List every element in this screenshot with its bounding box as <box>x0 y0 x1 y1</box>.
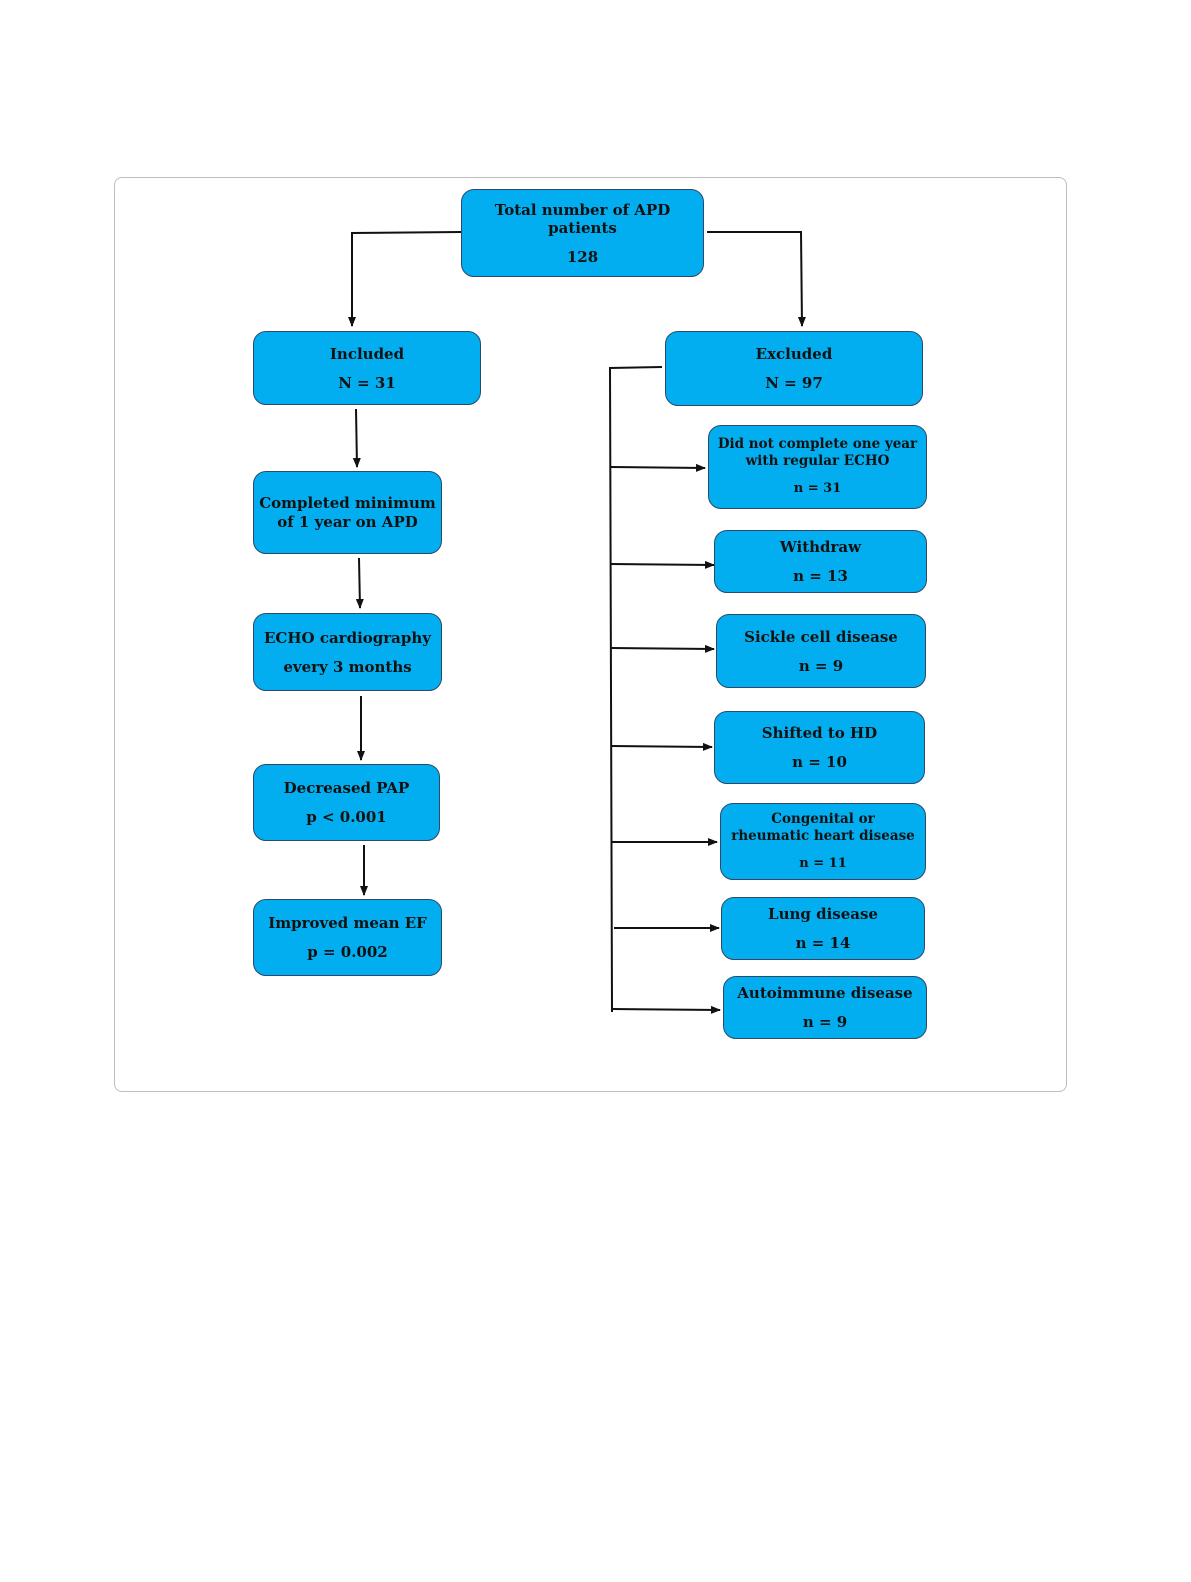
excluded-title: Excluded <box>755 345 833 363</box>
reason-box-5: Congenital or rheumatic heart disease n … <box>720 803 926 880</box>
excluded-count: N = 97 <box>765 374 823 392</box>
figure-frame <box>114 177 1067 1092</box>
ef-title: Improved mean EF <box>268 914 427 932</box>
echo-title: ECHO cardiography <box>264 628 431 647</box>
reason-box-3: Sickle cell disease n = 9 <box>716 614 926 688</box>
ef-count: p = 0.002 <box>307 943 388 961</box>
completed-box: Completed minimum of 1 year on APD <box>253 471 442 554</box>
reason-count-7: n = 9 <box>802 1013 848 1031</box>
excluded-box: Excluded N = 97 <box>665 331 923 406</box>
reason-count-4: n = 10 <box>792 753 847 771</box>
reason-count-6: n = 14 <box>795 934 851 952</box>
root-title: Total number of APD patients <box>494 200 671 237</box>
included-count: N = 31 <box>338 373 396 392</box>
reason-box-7: Autoimmune disease n = 9 <box>723 976 927 1039</box>
reason-title-5: Congenital or rheumatic heart disease <box>731 810 915 844</box>
root-count: 128 <box>566 247 599 266</box>
reason-box-2: Withdraw n = 13 <box>714 530 927 593</box>
echo-count: every 3 months <box>283 657 412 676</box>
arrow-root-to-included <box>348 231 462 327</box>
arrow-root-to-excluded <box>707 231 806 327</box>
completed-title: Completed minimum of 1 year on APD <box>259 493 436 531</box>
pap-title: Decreased PAP <box>283 779 410 797</box>
arrow-to-reason-1 <box>609 463 706 472</box>
reason-title-4: Shifted to HD <box>761 724 878 742</box>
reason-title-1: Did not complete one year with regular E… <box>717 436 918 469</box>
ef-box: Improved mean EF p = 0.002 <box>253 899 442 976</box>
arrow-included-to-completed <box>352 408 361 468</box>
pap-count: p < 0.001 <box>306 808 387 826</box>
reason-box-4: Shifted to HD n = 10 <box>714 711 925 784</box>
reason-count-1: n = 31 <box>793 481 842 496</box>
reason-count-5: n = 11 <box>799 855 847 871</box>
arrow-to-reason-4 <box>610 742 713 751</box>
echo-box: ECHO cardiography every 3 months <box>253 613 442 691</box>
pap-box: Decreased PAP p < 0.001 <box>253 764 440 841</box>
reason-box-1: Did not complete one year with regular E… <box>708 425 927 509</box>
included-title: Included <box>329 344 405 363</box>
reason-count-2: n = 13 <box>793 567 848 585</box>
reason-count-3: n = 9 <box>798 656 844 675</box>
arrow-to-reason-2 <box>610 560 715 569</box>
reason-box-6: Lung disease n = 14 <box>721 897 925 960</box>
root-box: Total number of APD patients 128 <box>461 189 704 277</box>
included-box: Included N = 31 <box>253 331 481 405</box>
arrow-completed-to-echo <box>355 557 364 609</box>
reason-title-7: Autoimmune disease <box>737 984 913 1002</box>
reason-title-3: Sickle cell disease <box>744 627 898 646</box>
arrow-to-reason-7 <box>611 1005 721 1014</box>
arrow-to-reason-3 <box>610 644 715 653</box>
reason-title-6: Lung disease <box>768 905 878 923</box>
reason-title-2: Withdraw <box>779 538 862 556</box>
excluded-spine <box>608 366 663 1013</box>
